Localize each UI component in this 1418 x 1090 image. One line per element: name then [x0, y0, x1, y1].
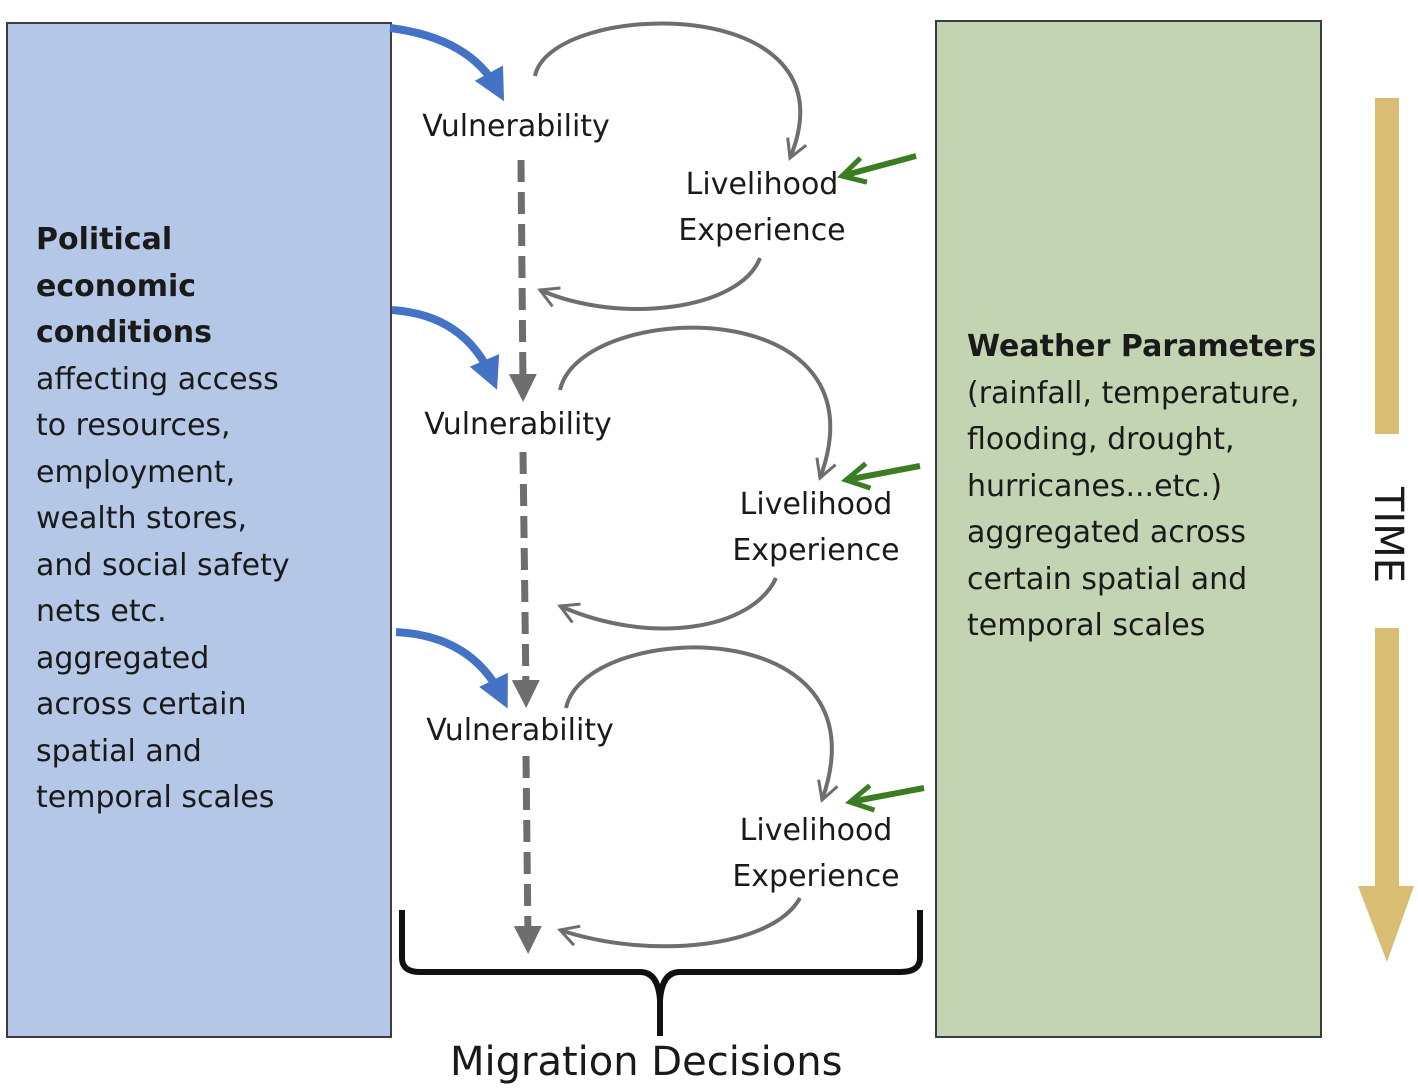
arc-vuln-to-livelihood-2: [558, 325, 837, 481]
left-line-8: across certain: [36, 687, 247, 722]
weather-parameters-panel: Weather Parameters (rainfall, temperatur…: [935, 20, 1322, 1038]
right-line-5: certain spatial and: [967, 561, 1248, 597]
livelihood-3-line-1: Livelihood: [739, 813, 893, 848]
left-line-9: spatial and: [36, 733, 202, 769]
arc-vuln-to-livelihood-1: [533, 21, 808, 161]
vulnerability-node-3: Vulnerability: [426, 713, 614, 748]
right-line-3: hurricanes...etc.): [967, 468, 1223, 504]
blue-arrow-2: [391, 306, 500, 390]
green-arrow-2: [846, 466, 921, 480]
vulnerability-node-2: Vulnerability: [424, 407, 612, 442]
migration-brace: [399, 910, 923, 1036]
left-line-4: wealth stores,: [36, 501, 248, 536]
arc-livelihood-return-2: [557, 577, 778, 631]
left-line-6: nets etc.: [36, 594, 167, 629]
arc-vuln-to-livelihood-3: [564, 645, 839, 803]
livelihood-1-line-2: Experience: [678, 213, 846, 248]
time-bar-upper: [1375, 98, 1399, 434]
left-bold-line-2: economic: [36, 268, 197, 304]
livelihood-1-line-1: Livelihood: [685, 167, 839, 202]
time-label: TIME: [1365, 486, 1411, 584]
blue-arrow-3: [395, 628, 508, 709]
left-line-1: affecting access: [36, 361, 279, 397]
green-arrow-1: [842, 153, 917, 176]
time-bar-lower: [1375, 628, 1399, 888]
livelihood-node-3: Livelihood Experience: [696, 808, 936, 900]
dashed-arrow-3: [513, 755, 542, 954]
political-economic-text: Political economic conditions affecting …: [36, 217, 290, 822]
right-line-6: temporal scales: [967, 608, 1206, 643]
vulnerability-node-1: Vulnerability: [422, 109, 610, 144]
right-line-2: flooding, drought,: [967, 422, 1235, 457]
left-line-3: employment,: [36, 454, 236, 490]
time-arrow-head: [1358, 886, 1414, 962]
arc-livelihood-return-1: [537, 257, 762, 311]
migration-decisions-label: Migration Decisions: [450, 1039, 843, 1085]
left-bold-line-1: Political: [36, 222, 173, 257]
political-economic-panel: Political economic conditions affecting …: [6, 22, 392, 1038]
right-line-4: aggregated across: [967, 515, 1246, 550]
arc-livelihood-return-3: [557, 897, 802, 949]
right-bold-line: Weather Parameters: [967, 329, 1317, 364]
livelihood-node-2: Livelihood Experience: [696, 482, 936, 574]
dashed-arrow-2: [511, 451, 540, 708]
livelihood-node-1: Livelihood Experience: [642, 162, 882, 254]
livelihood-2-line-2: Experience: [732, 533, 900, 568]
right-line-1: (rainfall, temperature,: [967, 375, 1300, 411]
left-line-7: aggregated: [36, 640, 210, 676]
left-line-2: to resources,: [36, 408, 231, 443]
livelihood-3-line-2: Experience: [732, 859, 900, 894]
dashed-arrow-1: [508, 159, 537, 402]
left-line-10: temporal scales: [36, 780, 275, 815]
left-bold-line-3: conditions: [36, 315, 212, 350]
blue-arrow-1: [389, 24, 505, 102]
livelihood-2-line-1: Livelihood: [739, 487, 893, 522]
green-arrow-3: [850, 788, 925, 802]
left-line-5: and social safety: [36, 547, 290, 583]
weather-parameters-text: Weather Parameters (rainfall, temperatur…: [967, 324, 1316, 650]
